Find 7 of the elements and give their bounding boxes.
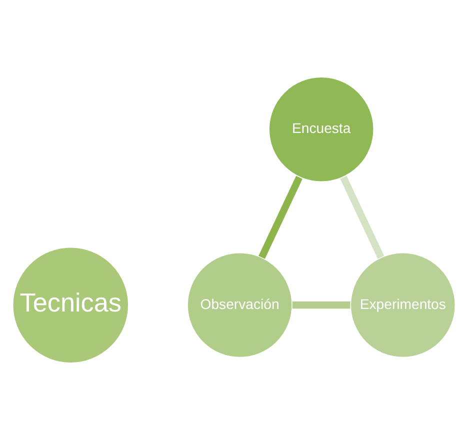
node-circle: Encuesta (268, 76, 374, 182)
connector (340, 176, 384, 259)
connector (258, 176, 302, 259)
node-circle: Tecnicas (12, 246, 130, 364)
node-circle: Experimentos (350, 252, 456, 358)
node-circle: Observación (186, 252, 293, 358)
connector (292, 302, 350, 309)
